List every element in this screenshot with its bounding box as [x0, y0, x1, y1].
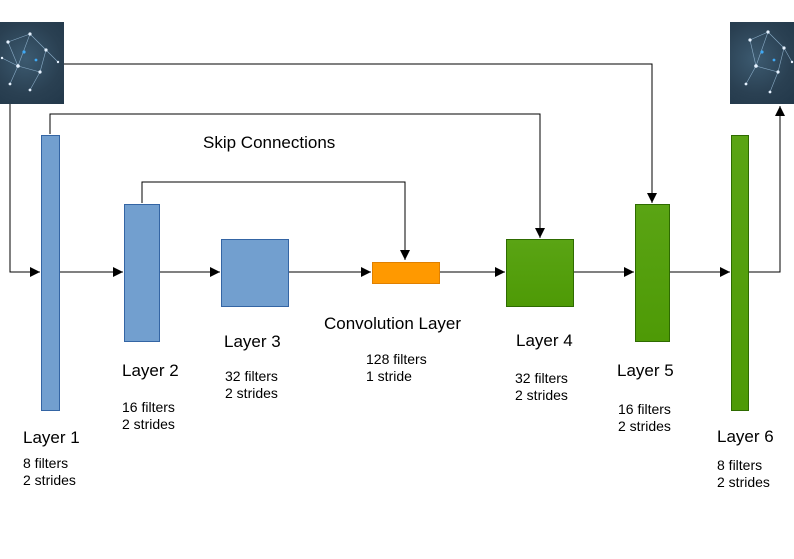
layer-3-strides: 2 strides — [225, 385, 278, 401]
layer-1-details: 8 filters 2 strides — [23, 455, 76, 489]
layer-1-strides: 2 strides — [23, 472, 76, 488]
skip-input-to-layer5 — [64, 63, 657, 203]
layer-6-title: Layer 6 — [717, 427, 774, 446]
layer-2-filters: 16 filters — [122, 399, 175, 415]
skip-layer1-to-layer4 — [49, 113, 545, 238]
skip-layer2-to-conv — [141, 181, 410, 260]
neural-network-image-icon — [0, 32, 60, 92]
layer-1-filters: 8 filters — [23, 455, 69, 471]
convolution-layer-block — [372, 262, 440, 284]
convolution-layer-filters: 128 filters — [366, 351, 427, 367]
layer6-to-output-arrow — [749, 106, 785, 273]
layer-4-block — [506, 239, 574, 307]
layer-5-title: Layer 5 — [617, 361, 674, 380]
input-to-layer1-arrow — [9, 104, 40, 277]
layer-5-filters: 16 filters — [618, 401, 671, 417]
layer-3-block — [221, 239, 289, 307]
layer-1-title: Layer 1 — [23, 428, 80, 447]
layer-6-strides: 2 strides — [717, 474, 770, 490]
layer-1-block — [41, 135, 60, 411]
layer-2-details: 16 filters 2 strides — [122, 399, 175, 433]
layer-2-block — [124, 204, 160, 342]
output-image — [730, 22, 794, 104]
layer-3-filters: 32 filters — [225, 368, 278, 384]
layer-5-block — [635, 204, 670, 342]
layer-5-strides: 2 strides — [618, 418, 671, 434]
convolution-layer-strides: 1 stride — [366, 368, 412, 384]
layer-4-filters: 32 filters — [515, 370, 568, 386]
convolution-layer-details: 128 filters 1 stride — [366, 351, 427, 385]
layer-2-title: Layer 2 — [122, 361, 179, 380]
layer-6-filters: 8 filters — [717, 457, 763, 473]
layer-6-details: 8 filters 2 strides — [717, 457, 770, 491]
convolution-layer-title: Convolution Layer — [324, 314, 462, 333]
layer-5-details: 16 filters 2 strides — [618, 401, 671, 435]
layer-4-details: 32 filters 2 strides — [515, 370, 568, 404]
layer-3-title: Layer 3 — [224, 332, 281, 351]
skip-connections-label: Skip Connections — [203, 133, 336, 152]
layer-6-block — [731, 135, 749, 411]
layer-2-strides: 2 strides — [122, 416, 175, 432]
layer-3-details: 32 filters 2 strides — [225, 368, 278, 402]
layer-4-title: Layer 4 — [516, 331, 573, 350]
input-image — [0, 22, 64, 104]
layer-4-strides: 2 strides — [515, 387, 568, 403]
neural-network-image-icon — [744, 30, 794, 94]
